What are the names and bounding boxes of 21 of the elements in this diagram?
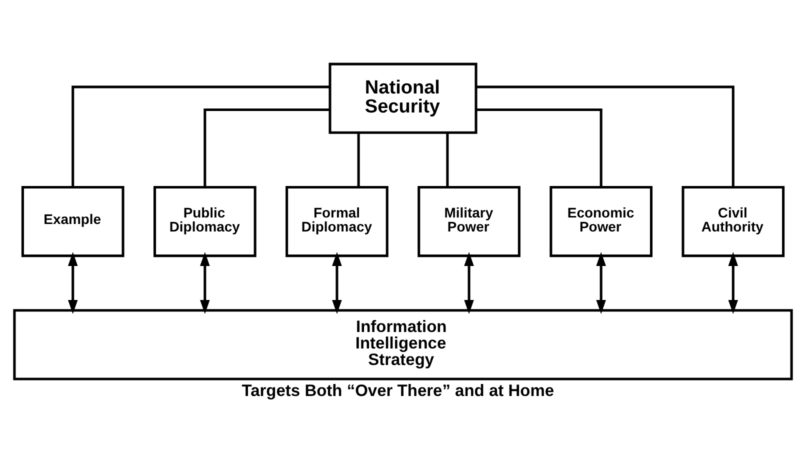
- node-box: Information Intelligence Strategy: [12, 308, 792, 380]
- connector: [71, 85, 330, 187]
- arrow: [200, 252, 210, 314]
- arrow: [596, 252, 606, 314]
- node-box: National Security: [328, 62, 477, 134]
- connector: [203, 108, 330, 186]
- connector: [476, 85, 734, 187]
- arrow: [332, 252, 342, 314]
- arrow: [464, 252, 474, 314]
- caption: Targets Both “Over There” and at Home: [241, 382, 554, 400]
- node-box: Civil Authority: [681, 185, 784, 257]
- node-box: Military Power: [417, 185, 520, 257]
- arrow: [67, 252, 78, 314]
- connector: [476, 108, 602, 186]
- node-box: Example: [20, 185, 124, 257]
- connector: [446, 132, 448, 186]
- connector: [356, 132, 360, 186]
- node-box: Formal Diplomacy: [285, 185, 388, 257]
- node-box: Economic Power: [549, 185, 652, 257]
- node-box: Public Diplomacy: [152, 185, 256, 257]
- arrow: [728, 252, 738, 314]
